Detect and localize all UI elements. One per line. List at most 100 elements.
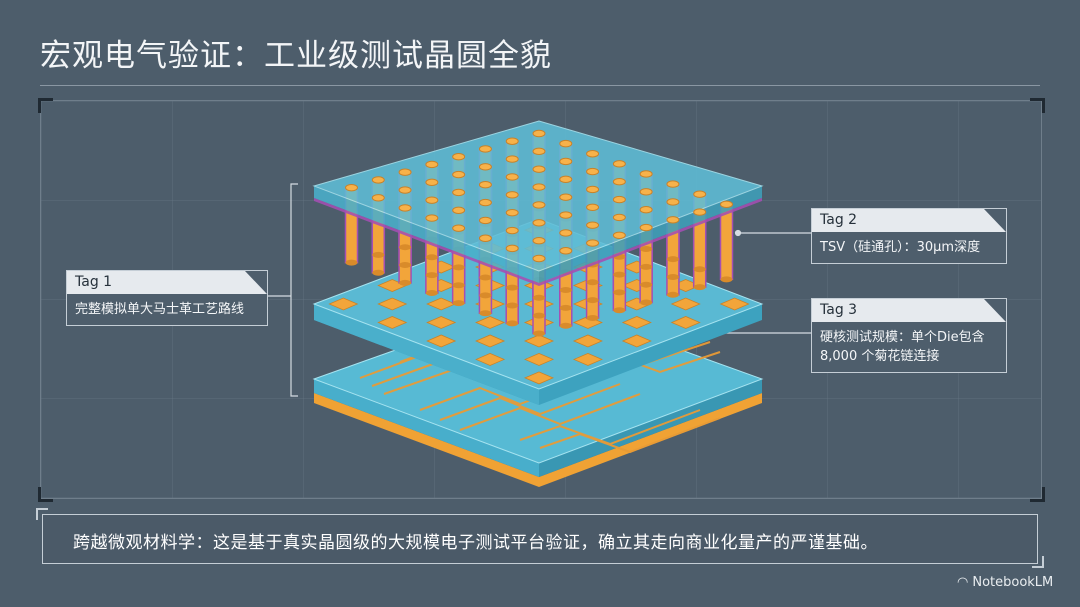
via-cap — [559, 139, 573, 148]
contact-pad — [621, 334, 652, 348]
via-cap — [532, 147, 546, 156]
brand-name: NotebookLM — [972, 575, 1054, 590]
via-cap — [639, 170, 653, 178]
tsv-pillar-base — [399, 262, 412, 269]
tsv-pillar-base — [586, 297, 599, 304]
via-cap — [452, 188, 466, 197]
tsv-pillar-base — [479, 274, 492, 281]
tsv-pillar-base — [533, 330, 545, 337]
tag-1-text: 完整模拟单大马士革工艺路线 — [75, 302, 245, 317]
tag-3-label: Tag 3 — [812, 299, 1006, 322]
via-cap — [693, 190, 707, 198]
via-cap — [532, 129, 546, 138]
tsv-pillar-base — [613, 289, 626, 296]
via-cap — [505, 244, 519, 253]
tsv-pillar-base — [399, 244, 412, 251]
via-cap — [666, 198, 680, 206]
contact-pad — [426, 334, 457, 348]
contact-pad — [523, 352, 555, 366]
via-cap — [586, 167, 600, 176]
tsv-pillar-base — [720, 276, 733, 283]
via-cap — [666, 216, 680, 224]
caption-box: 跨越微观材料学：这是基于真实晶圆级的大规模电子测试平台验证，确立其走向商业化量产… — [42, 514, 1038, 564]
via-cap — [693, 208, 707, 216]
tag-3-callout: Tag 3 硬核测试规模：单个Die包含 8,000 个菊花链连接 — [811, 298, 1007, 373]
contact-pad — [523, 371, 555, 385]
contact-pad — [475, 334, 506, 348]
tsv-pillar-base — [693, 284, 706, 291]
via-cap — [478, 163, 492, 171]
via-cap — [559, 193, 573, 201]
tsv-pillar-base — [613, 271, 626, 278]
tsv-pillar-base — [399, 279, 412, 286]
contact-pad — [426, 316, 457, 329]
via-cap — [532, 183, 546, 191]
tsv-pillar-base — [372, 269, 385, 276]
via-cap — [586, 239, 600, 247]
tsv-pillar-base — [345, 259, 358, 266]
tsv-pillar-base — [506, 302, 519, 309]
via-cap — [505, 173, 519, 181]
contact-pad — [670, 316, 701, 329]
tsv-pillar-base — [559, 304, 572, 311]
via-cap — [612, 231, 626, 239]
via-cap — [371, 194, 385, 202]
via-cap — [612, 213, 626, 222]
tsv-pillar-base — [640, 281, 653, 288]
via-cap — [505, 155, 519, 163]
via-cap — [586, 221, 600, 229]
contact-pad — [572, 352, 603, 366]
via-cap — [666, 180, 680, 188]
via-cap — [612, 178, 626, 186]
via-cap — [559, 157, 573, 166]
via-cap — [532, 165, 546, 173]
tsv-pillar-base — [586, 315, 599, 322]
via-cap — [612, 195, 626, 204]
via-cap — [532, 254, 546, 263]
via-cap — [639, 205, 653, 214]
via-cap — [425, 214, 439, 222]
brand-mark: ◠NotebookLM — [957, 575, 1053, 590]
via-cap — [425, 160, 439, 169]
via-cap — [586, 185, 600, 194]
via-cap — [425, 178, 439, 187]
tsv-pillar-base — [479, 310, 492, 317]
tsv-pillar-base — [506, 284, 519, 291]
via-cap — [559, 247, 573, 255]
title-rule — [40, 85, 1040, 86]
tsv-pillar-base — [613, 307, 626, 314]
caption-corner-br — [1032, 556, 1044, 568]
tsv-pillar-base — [640, 299, 653, 306]
tsv-pillar-base — [425, 272, 438, 279]
contact-pad — [621, 316, 652, 329]
tag1-bracket — [266, 183, 298, 397]
tsv-pillar-base — [452, 282, 465, 289]
top-layer — [312, 120, 764, 286]
frame-corner-tl — [38, 98, 53, 113]
tsv-pillar-base — [586, 279, 599, 286]
contact-pad — [475, 352, 506, 366]
tsv-pillar-base — [533, 294, 545, 301]
via-cap — [720, 200, 733, 209]
via-cap — [612, 160, 626, 168]
tsv-pillar-base — [666, 273, 679, 280]
via-cap — [425, 196, 439, 204]
tag-2-label: Tag 2 — [812, 209, 1006, 232]
tsv-pillar-base — [372, 251, 385, 258]
tag-3-text-line2: 8,000 个菊花链连接 — [820, 349, 940, 364]
via-cap — [452, 224, 466, 232]
via-cap — [586, 203, 600, 212]
via-cap — [532, 219, 546, 227]
tsv-pillar-base — [640, 245, 653, 252]
via-cap — [452, 206, 466, 214]
via-cap — [371, 176, 385, 184]
via-cap — [478, 145, 492, 153]
via-cap — [452, 153, 466, 161]
via-cap — [586, 150, 600, 158]
via-cap — [345, 183, 358, 192]
tsv-pillar-base — [559, 322, 572, 329]
via-cap — [559, 211, 573, 219]
tsv-pillar-base — [666, 256, 679, 263]
via-cap — [398, 186, 412, 194]
via-cap — [639, 223, 653, 232]
